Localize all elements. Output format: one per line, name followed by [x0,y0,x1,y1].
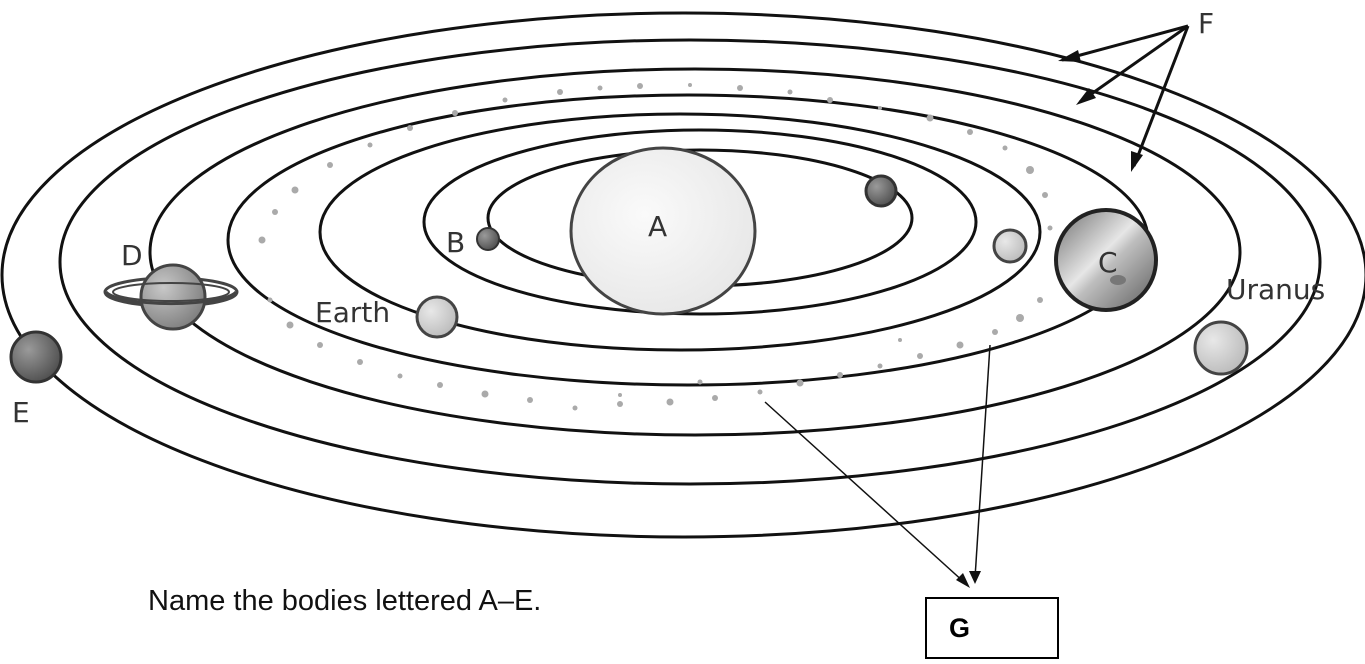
planet-d [103,263,239,331]
asteroid-belt [258,83,1063,411]
orbit-3 [318,112,1042,352]
label-c: C [1098,246,1118,279]
planet-uranus [1193,320,1249,376]
g-arrowheads [956,571,981,588]
sun-a [569,146,757,316]
planet-venus [864,174,898,208]
orbit-5 [148,67,1242,437]
label-g: G [949,613,971,643]
great-spot [1110,275,1126,285]
label-uranus: Uranus [1226,273,1325,306]
planet-earth [415,295,459,339]
label-earth: Earth [315,296,390,329]
f-arrows [1061,24,1190,167]
orbit-2 [422,128,978,316]
orbit-7 [0,11,1365,539]
label-d: D [121,239,143,272]
g-answer-box: G [925,597,1059,659]
planet-b [476,227,500,251]
label-b: B [446,226,465,259]
question-text: Name the bodies lettered A–E. [148,585,542,617]
label-e: E [12,396,30,429]
label-a: A [648,210,667,243]
planet-c [1054,208,1158,312]
f-arrowheads [1058,50,1143,172]
planet-mars [992,228,1028,264]
orbit-6 [58,38,1322,486]
g-arrows [764,344,991,584]
label-f: F [1198,7,1214,40]
planet-e [9,330,63,384]
